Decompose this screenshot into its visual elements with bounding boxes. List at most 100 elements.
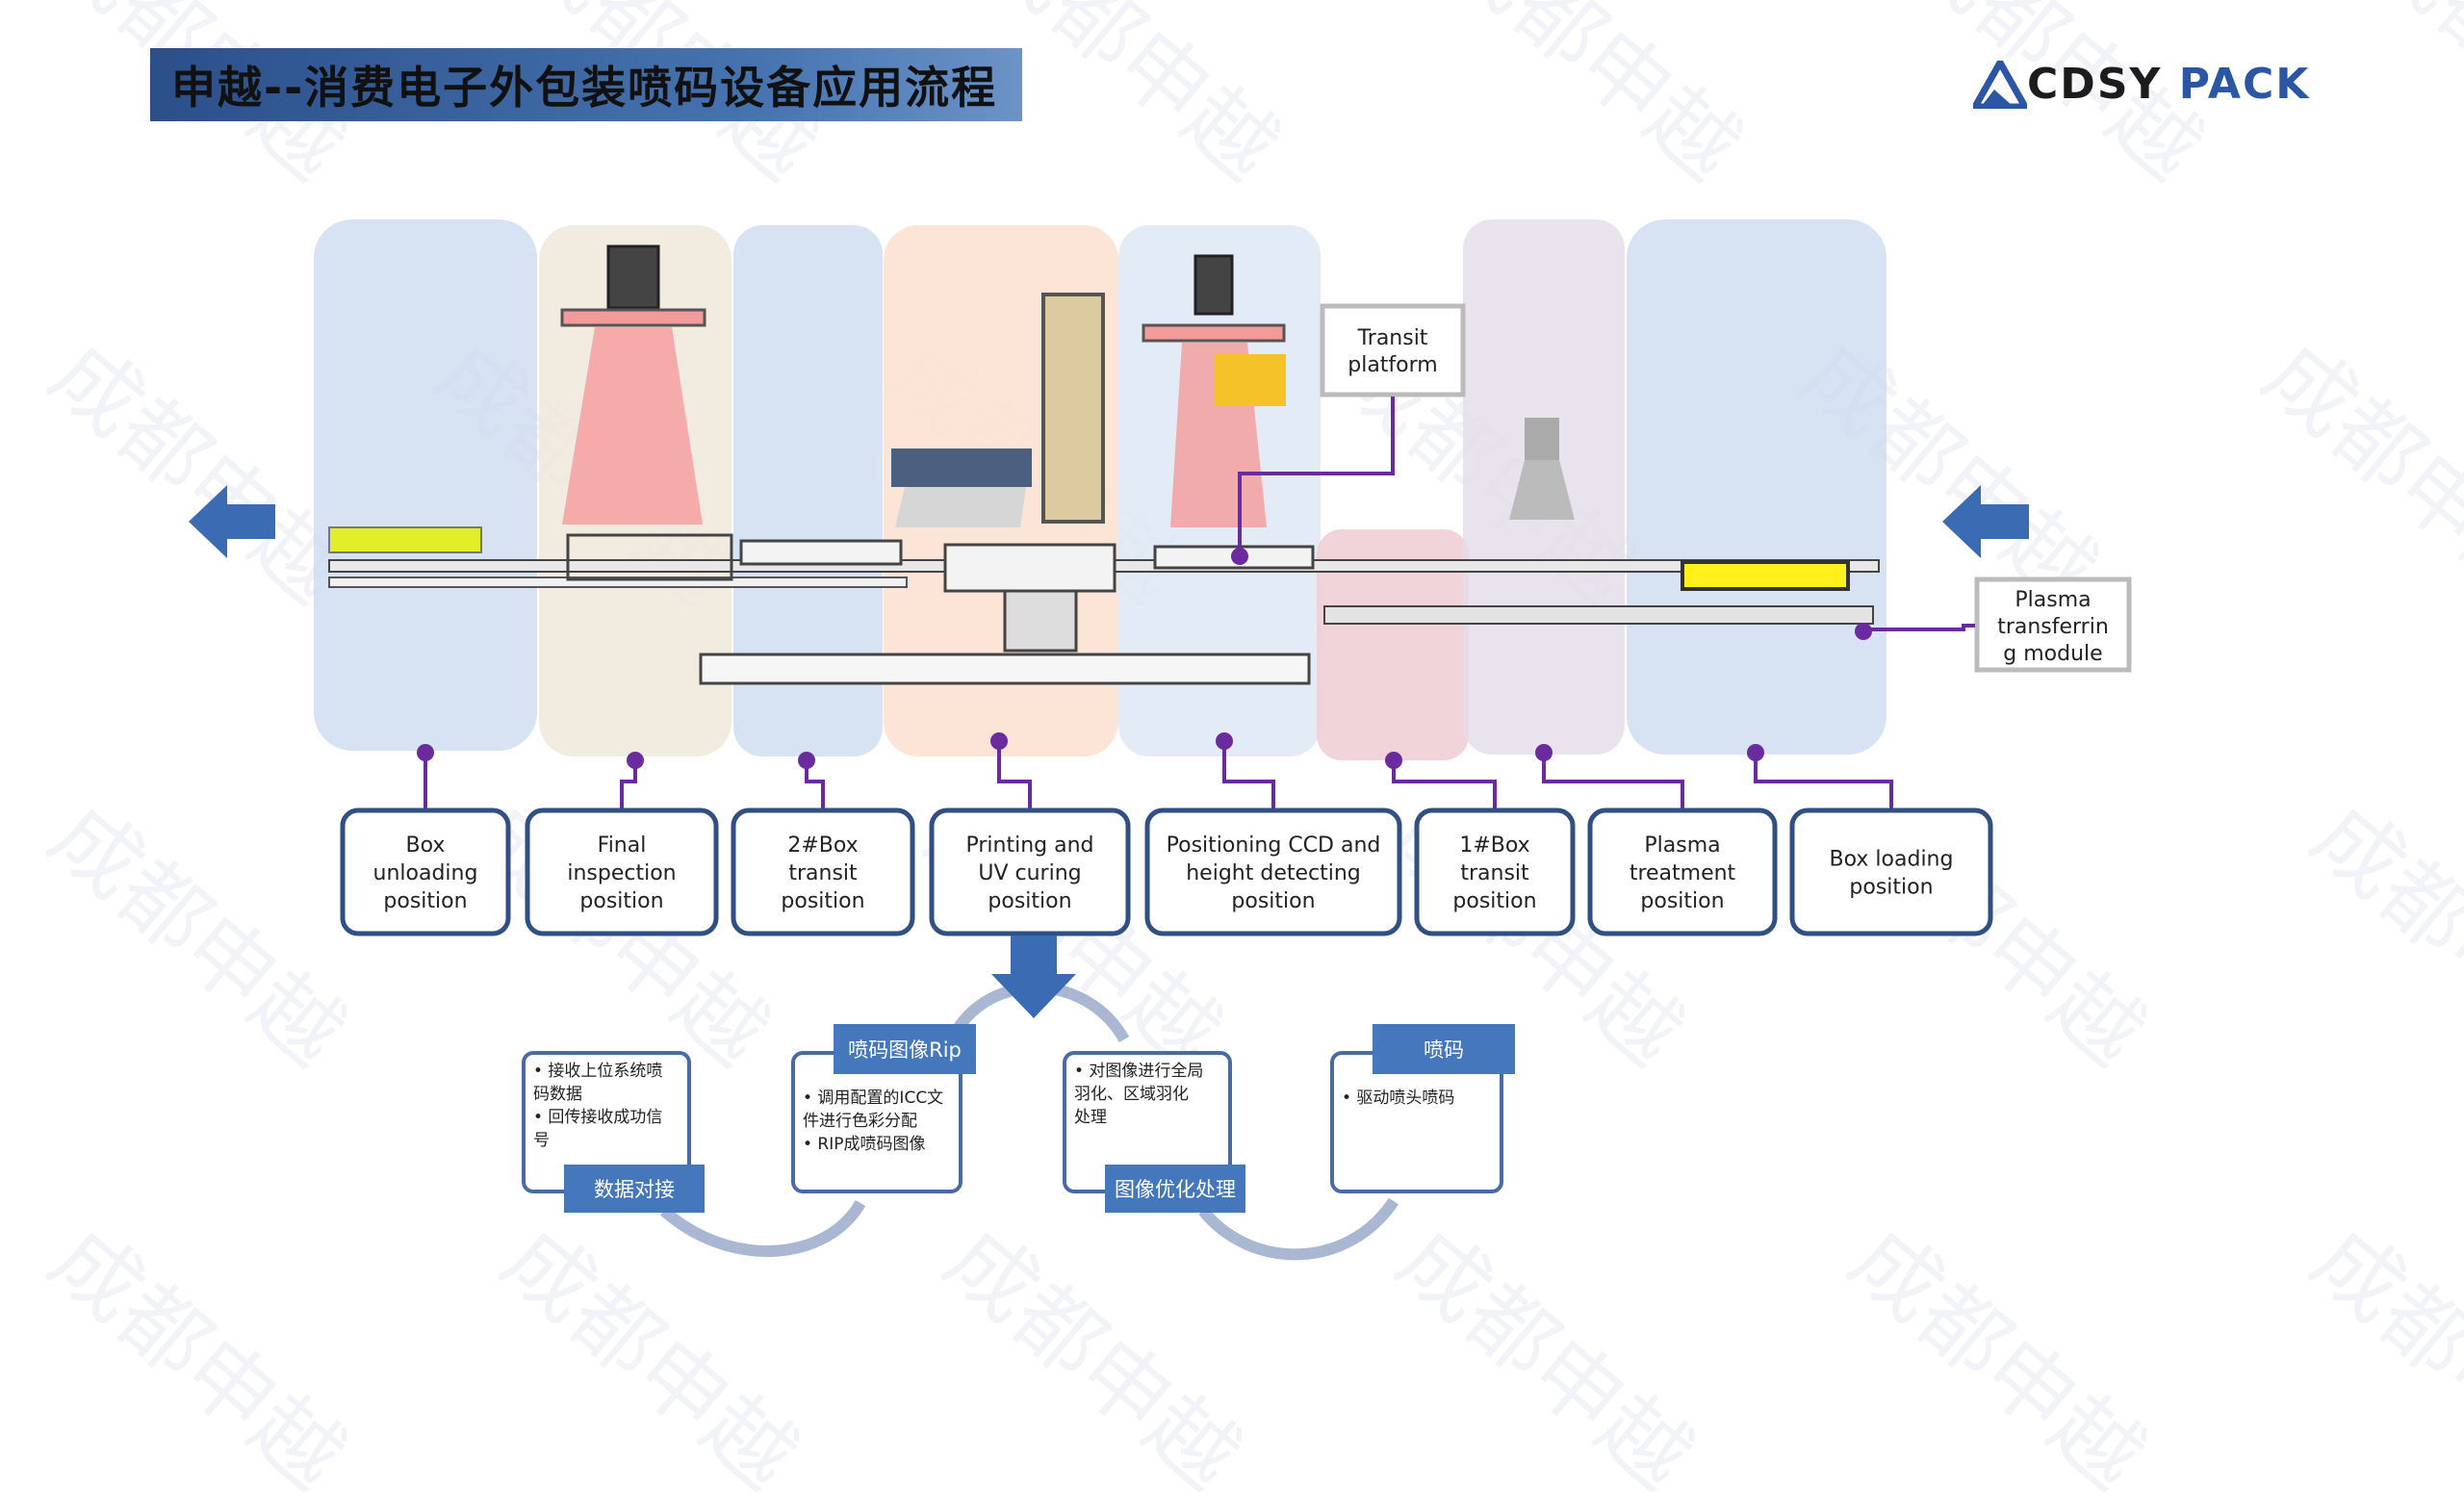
station-connector <box>620 760 637 810</box>
camera-icon <box>606 244 660 310</box>
height-sensor <box>1215 354 1286 406</box>
ccd-light-bar <box>1142 323 1286 343</box>
station-box-frame <box>525 807 719 936</box>
process-step-bullet: • 接收上位系统喷 <box>533 1062 662 1081</box>
station-boxes: BoxunloadingpositionFinalinspectionposit… <box>340 732 1993 936</box>
station-box: 1#Box transit position <box>1385 752 1576 936</box>
process-step-bullet: 号 <box>533 1131 550 1150</box>
station-label: inspection <box>567 861 676 885</box>
light-beam <box>562 327 703 525</box>
logo-text: CDSY PACK <box>2027 60 2310 109</box>
station-label: transit <box>1460 861 1529 885</box>
light-bar <box>560 308 706 327</box>
station-connector <box>1754 753 1893 810</box>
plasma-module-line-2: transferrin <box>1997 615 2109 639</box>
transfer-rail <box>699 653 1311 685</box>
zone-unloading <box>314 219 537 751</box>
company-logo: CDSY PACK <box>1973 60 2310 109</box>
station-label: position <box>1640 889 1724 913</box>
printing-table <box>943 543 1116 593</box>
process-step-title: 喷码 <box>1424 1038 1464 1062</box>
station-box: 2#Box transit position <box>731 752 915 936</box>
transit-platform-line-2: platform <box>1348 353 1437 377</box>
station-label: Box <box>406 833 446 858</box>
left-conveyor <box>328 577 908 588</box>
process-step-title: 喷码图像Rip <box>848 1038 962 1062</box>
process-step-bullet: • 对图像进行全局 <box>1074 1062 1203 1081</box>
station-connector <box>997 741 1032 810</box>
box-unloading <box>328 526 482 553</box>
plasma-nozzle-top <box>1525 418 1559 460</box>
station-box-frame <box>340 807 511 936</box>
plasma-module-line-3: g module <box>2003 642 2102 666</box>
station-label: Plasma <box>1644 833 1720 858</box>
transit-platform-callout <box>1320 303 1466 397</box>
process-step-bullet: • 驱动喷头喷码 <box>1342 1089 1454 1108</box>
station-box: Box unloading position <box>340 744 511 936</box>
box-loading <box>1681 560 1850 591</box>
process-step-bullet: • RIP成喷码图像 <box>803 1135 926 1154</box>
station-label: height detecting <box>1186 861 1361 885</box>
station-dot <box>417 744 434 761</box>
plasma-module-dot <box>1855 623 1872 640</box>
station-label: 2#Box <box>787 833 858 858</box>
station-label: position <box>1231 889 1315 913</box>
printhead-unit <box>1041 293 1105 524</box>
uv-lamp <box>891 448 1032 487</box>
station-label: position <box>383 889 467 913</box>
process-step-title: 图像优化处理 <box>1115 1178 1236 1201</box>
right-arrow-icon <box>1942 485 2029 558</box>
process-step-bullet: 件进行色彩分配 <box>803 1112 917 1131</box>
process-step-header <box>564 1165 705 1213</box>
left-arrow-icon <box>189 485 275 558</box>
zone-transit-1 <box>1317 529 1469 760</box>
station-box-frame <box>1144 807 1402 936</box>
zone-transit-2 <box>733 225 883 756</box>
process-step-header <box>1105 1165 1245 1213</box>
station-connector <box>805 760 825 810</box>
process-arc-3 <box>1198 1197 1399 1261</box>
station-label: position <box>988 889 1071 913</box>
station-label: unloading <box>373 861 478 885</box>
station-label: position <box>579 889 663 913</box>
station-connector <box>1392 760 1497 810</box>
process-step-bullet: • 调用配置的ICC文 <box>803 1089 943 1108</box>
station-label: position <box>1452 889 1536 913</box>
page-title: 申越--消费电子外包装喷码设备应用流程 <box>171 62 998 114</box>
station-connector <box>1542 753 1684 810</box>
process-step-bullet: 码数据 <box>533 1085 582 1104</box>
process-arc-1 <box>660 1199 866 1257</box>
printing-lift <box>1003 589 1078 653</box>
process-step: 喷码 • 驱动喷头喷码 <box>1330 1024 1515 1193</box>
station-label: treatment <box>1630 861 1736 885</box>
station-label: position <box>1849 876 1933 900</box>
station-box-frame <box>1414 807 1576 936</box>
station-box: Plasma treatment position <box>1535 744 1778 936</box>
station-dot <box>798 752 815 769</box>
station-label: Positioning CCD and <box>1167 833 1381 858</box>
station-box-frame <box>929 807 1131 936</box>
station-label: 1#Box <box>1459 833 1529 858</box>
transit-platform-line-1: Transit <box>1357 326 1428 350</box>
station-connector <box>1222 741 1275 810</box>
plasma-module-callout <box>1974 577 2132 673</box>
logo-triangle-icon <box>1973 60 2027 109</box>
station-box-frame <box>1587 807 1778 936</box>
station-label: transit <box>788 861 858 885</box>
zone-loading <box>1627 219 1886 755</box>
down-arrow-icon <box>991 935 1076 1018</box>
uv-light <box>895 487 1026 527</box>
transit-platform-dot <box>1231 548 1248 565</box>
plasma-nozzle-icon <box>1509 460 1575 520</box>
plasma-module-connector <box>1863 624 1975 631</box>
station-box-frame <box>1789 807 1993 936</box>
station-label: position <box>781 889 864 913</box>
station-dot <box>1385 752 1402 769</box>
station-dot <box>1216 732 1233 750</box>
process-step-bullet: 处理 <box>1074 1108 1107 1127</box>
